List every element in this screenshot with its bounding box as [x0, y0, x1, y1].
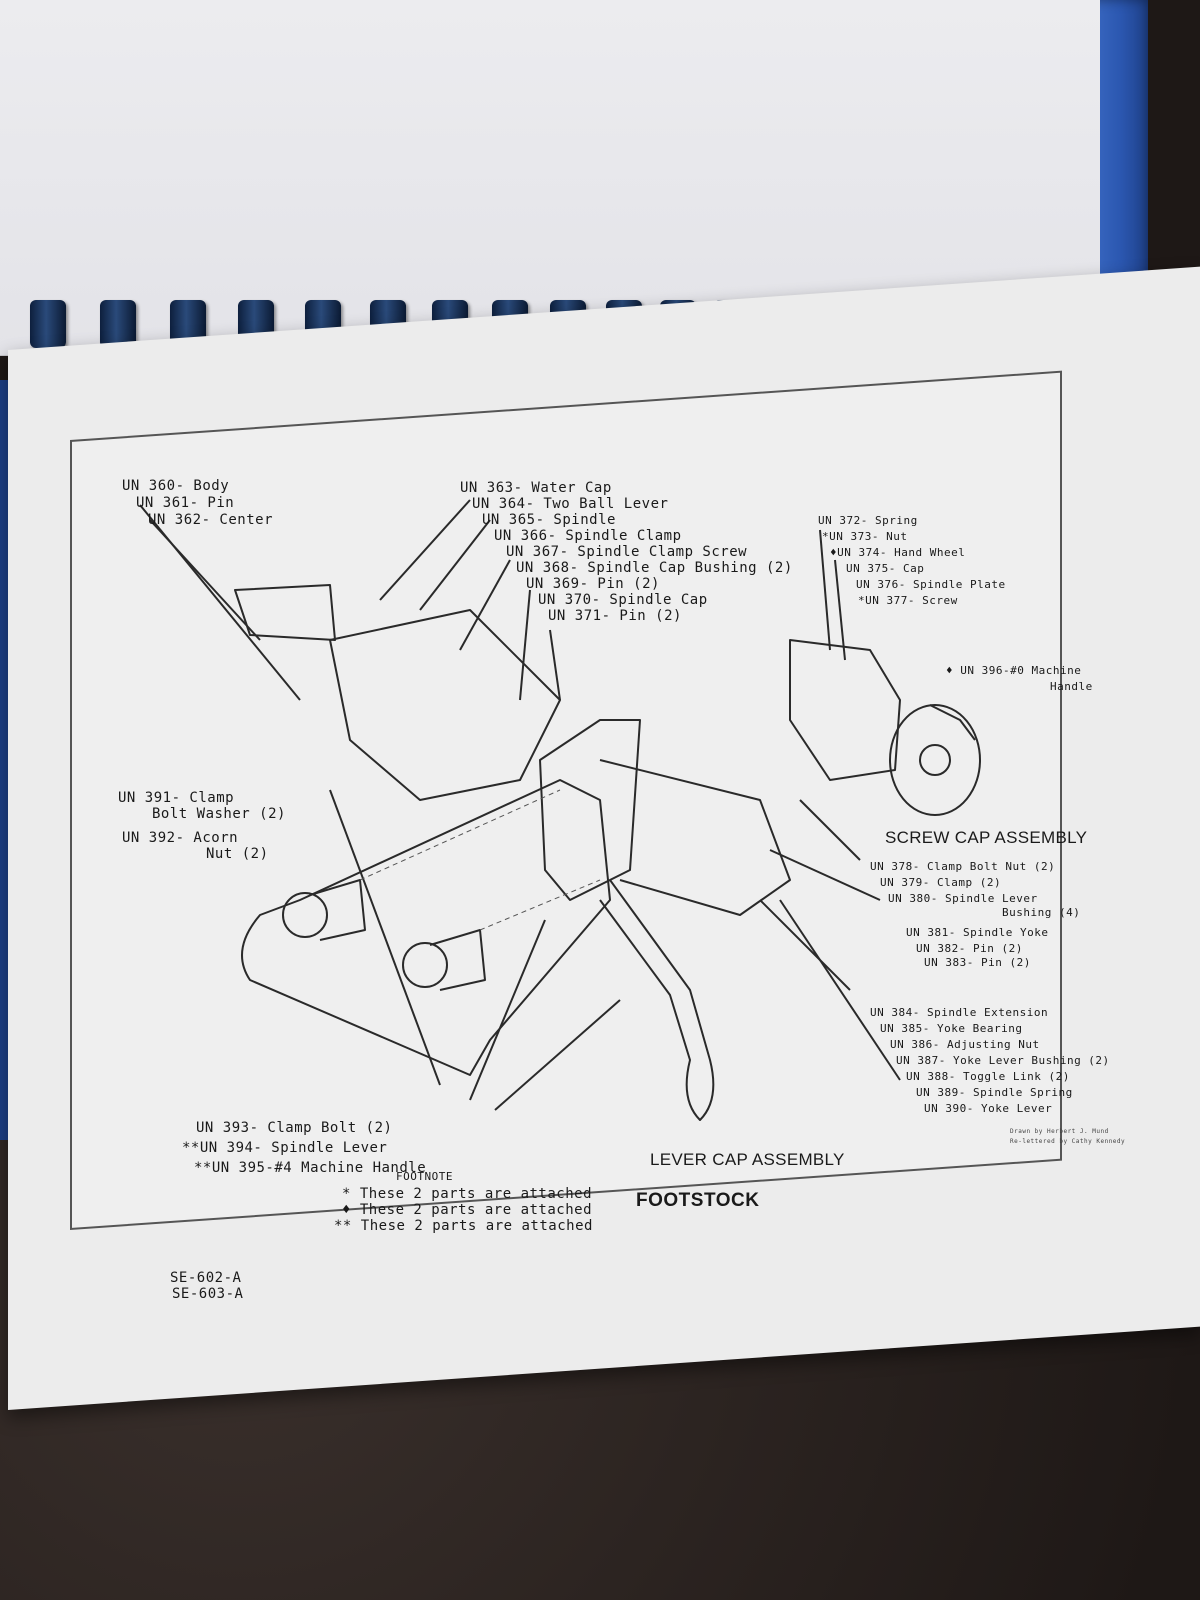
label-un364: UN 364- Two Ball Lever — [472, 496, 669, 512]
label-un391-a: UN 391- Clamp — [118, 790, 235, 806]
label-un374: ♦UN 374- Hand Wheel — [830, 546, 966, 559]
label-un382: UN 382- Pin (2) — [916, 942, 1023, 955]
label-un371: UN 371- Pin (2) — [548, 608, 682, 624]
label-un387: UN 387- Yoke Lever Bushing (2) — [896, 1054, 1110, 1067]
label-un386: UN 386- Adjusting Nut — [890, 1038, 1040, 1051]
drawing-number-2: SE-603-A — [172, 1286, 244, 1302]
label-un369: UN 369- Pin (2) — [526, 576, 660, 592]
label-un396-b: Handle — [1050, 680, 1093, 693]
label-un365: UN 365- Spindle — [482, 512, 616, 528]
label-un395: **UN 395-#4 Machine Handle — [194, 1160, 427, 1176]
label-un373: *UN 373- Nut — [822, 530, 908, 543]
label-un376: UN 376- Spindle Plate — [856, 578, 1006, 591]
label-un384: UN 384- Spindle Extension — [870, 1006, 1049, 1019]
label-un394: **UN 394- Spindle Lever — [182, 1140, 388, 1156]
label-un380-a: UN 380- Spindle Lever — [888, 892, 1038, 905]
drawing-title-footstock: FOOTSTOCK — [636, 1190, 760, 1211]
label-un392-a: UN 392- Acorn — [122, 830, 239, 846]
label-un378: UN 378- Clamp Bolt Nut (2) — [870, 860, 1056, 873]
label-un396-a: ♦ UN 396-#0 Machine — [946, 664, 1082, 677]
label-un375: UN 375- Cap — [846, 562, 925, 575]
label-un383: UN 383- Pin (2) — [924, 956, 1031, 969]
label-un391-b: Bolt Washer (2) — [152, 806, 286, 822]
label-un389: UN 389- Spindle Spring — [916, 1086, 1073, 1099]
drawing-number-1: SE-602-A — [170, 1270, 242, 1286]
label-un363: UN 363- Water Cap — [460, 480, 612, 496]
label-un393: UN 393- Clamp Bolt (2) — [196, 1120, 393, 1136]
label-un361: UN 361- Pin — [136, 495, 235, 511]
label-un390: UN 390- Yoke Lever — [924, 1102, 1053, 1115]
footnote-line-2: ♦ These 2 parts are attached — [342, 1202, 593, 1218]
label-un368: UN 368- Spindle Cap Bushing (2) — [516, 560, 793, 576]
credit-line-2: Re-lettered by Cathy Kennedy — [1010, 1138, 1126, 1145]
footnote-line-1: * These 2 parts are attached — [342, 1186, 593, 1202]
label-un377: *UN 377- Screw — [858, 594, 958, 607]
label-un381: UN 381- Spindle Yoke — [906, 926, 1049, 939]
label-un362: UN 362- Center — [148, 512, 274, 528]
label-un379: UN 379- Clamp (2) — [880, 876, 1002, 889]
footnote-line-3: ** These 2 parts are attached — [334, 1218, 593, 1234]
label-un367: UN 367- Spindle Clamp Screw — [506, 544, 748, 560]
lever-cap-assembly-title: LEVER CAP ASSEMBLY — [650, 1150, 845, 1169]
screw-cap-assembly-title: SCREW CAP ASSEMBLY — [885, 828, 1088, 847]
label-un380-b: Bushing (4) — [1002, 906, 1081, 919]
label-un366: UN 366- Spindle Clamp — [494, 528, 682, 544]
label-un388: UN 388- Toggle Link (2) — [906, 1070, 1070, 1083]
credit-line-1: Drawn by Herbert J. Mund — [1010, 1128, 1109, 1135]
label-un370: UN 370- Spindle Cap — [538, 592, 708, 608]
footnote-title: FOOTNOTE — [396, 1170, 453, 1183]
label-un360: UN 360- Body — [122, 478, 230, 494]
label-un385: UN 385- Yoke Bearing — [880, 1022, 1023, 1035]
label-un392-b: Nut (2) — [206, 846, 269, 862]
label-un372: UN 372- Spring — [818, 514, 918, 527]
